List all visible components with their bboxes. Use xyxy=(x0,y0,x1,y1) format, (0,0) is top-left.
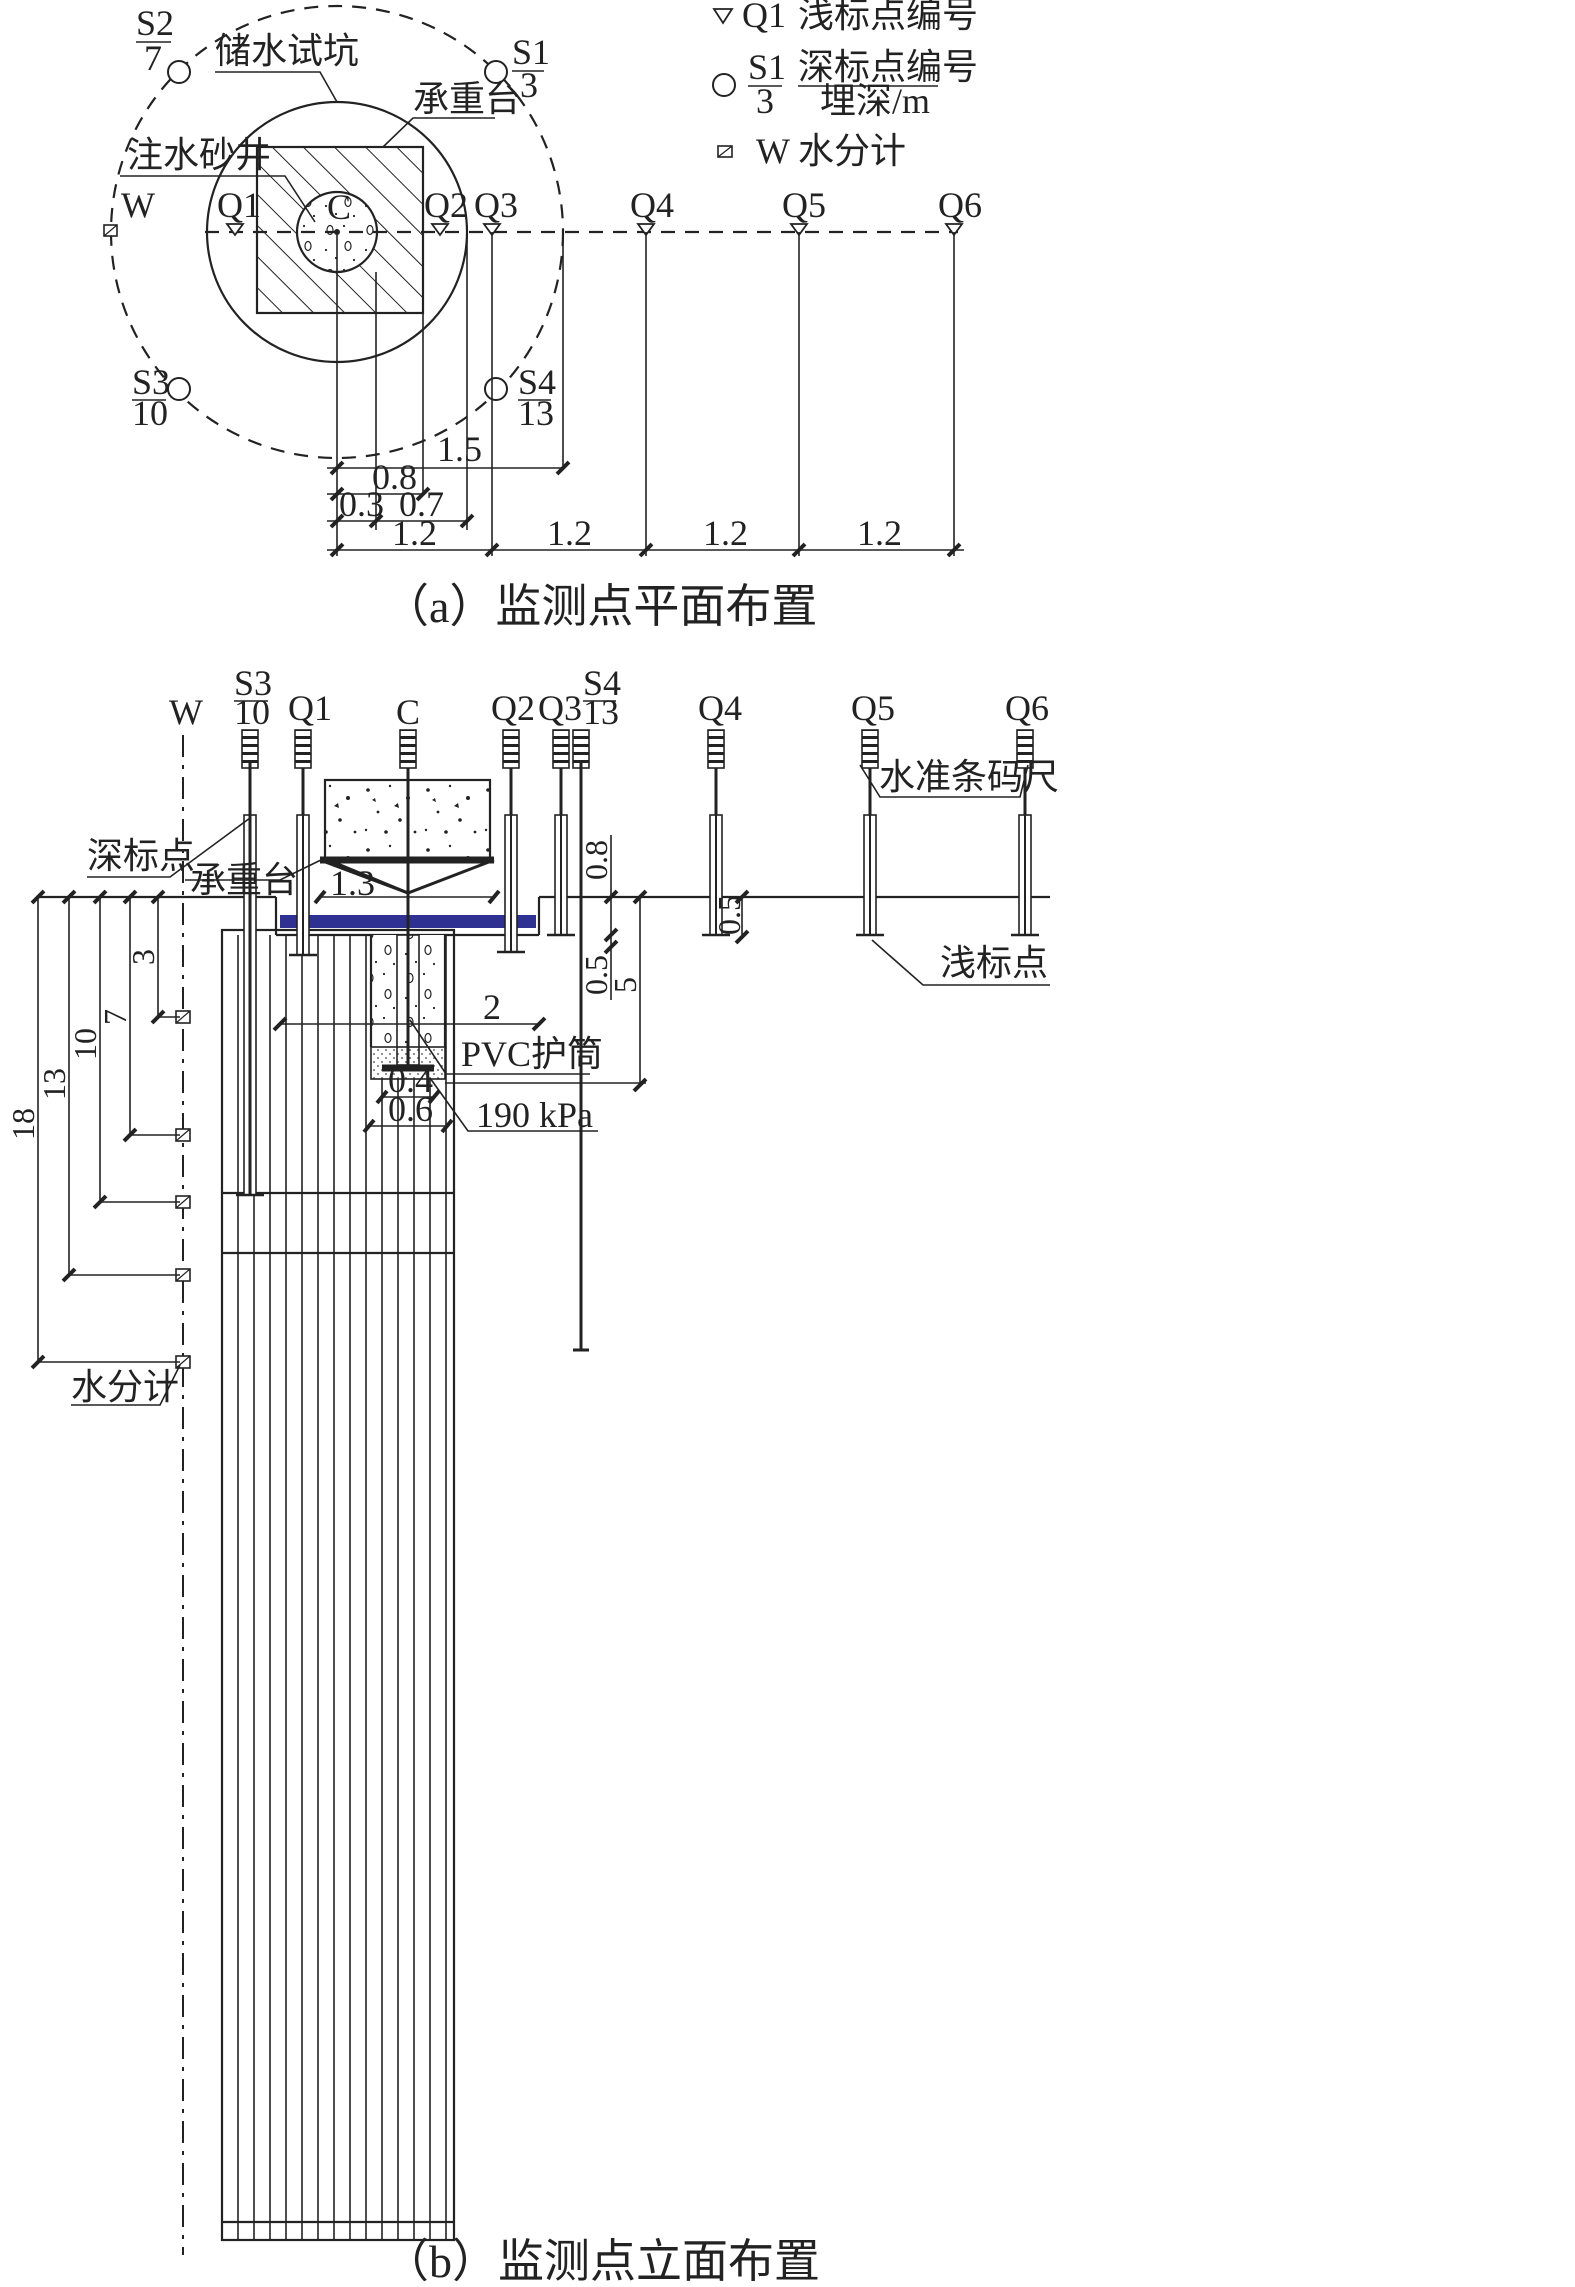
pit-label: 储水试坑 xyxy=(215,31,359,71)
legend-circle-icon xyxy=(712,73,736,97)
elev-dim-0-6: 0.6 xyxy=(388,1089,433,1129)
moisture-meter-icon xyxy=(175,1010,191,1024)
legend-water-text: 水分计 xyxy=(798,131,906,171)
depth-18: 18 xyxy=(5,1108,41,1140)
elev-dim-0-8: 0.8 xyxy=(578,840,614,880)
s3-num: S3 xyxy=(132,362,170,402)
depth-3: 3 xyxy=(125,949,161,965)
shallow-points xyxy=(225,223,964,237)
plan-view: W S2 7 S1 3 S3 10 S4 13 Q1 Q2 Q3 Q4 xyxy=(103,0,982,632)
platform-label: 承重台 xyxy=(413,79,521,119)
elev-dim-5: 5 xyxy=(607,977,643,993)
q4-staff xyxy=(707,729,725,815)
elevation-view: W S3 10 Q1 C Q2 Q3 S4 13 Q4 Q5 Q6 xyxy=(5,663,1059,2287)
deep-point-s2-icon xyxy=(167,60,191,84)
elev-w: W xyxy=(169,692,203,732)
legend-shallow-text: 浅标点编号 xyxy=(798,0,978,35)
elev-dim-0-5b: 0.5 xyxy=(711,895,747,935)
deep-point-s1-icon xyxy=(484,60,508,84)
pvc-label: PVC护筒 xyxy=(461,1034,603,1074)
legend-s1-den: 3 xyxy=(756,81,774,121)
elev-dim-1-3: 1.3 xyxy=(330,863,375,903)
deep-point-s4-icon xyxy=(484,377,508,401)
deep-point-s3-icon xyxy=(167,377,191,401)
q2-triangle-icon xyxy=(430,223,450,237)
elev-caption: （b）监测点立面布置 xyxy=(383,2236,820,2287)
elev-q4: Q4 xyxy=(698,688,742,728)
dim-spacing-2: 1.2 xyxy=(547,513,592,553)
plan-q4: Q4 xyxy=(630,185,674,225)
s2-den: 7 xyxy=(144,38,162,78)
moisture-label: 水分计 xyxy=(71,1367,179,1407)
sand-well-label: 注水砂井 xyxy=(127,135,271,175)
plan-q5: Q5 xyxy=(782,185,826,225)
q4-triangle-icon xyxy=(636,223,656,237)
s4-num: S4 xyxy=(518,362,556,402)
legend-s1: S1 xyxy=(748,47,786,87)
s1-den: 3 xyxy=(520,65,538,105)
elev-dim-0-4: 0.4 xyxy=(388,1060,433,1100)
q1-triangle-icon xyxy=(225,223,245,237)
elev-s4-den: 13 xyxy=(583,692,619,732)
q6-staff xyxy=(1016,729,1034,815)
s1-num: S1 xyxy=(512,32,550,72)
pressure-label: 190 kPa xyxy=(476,1095,593,1135)
legend-q1: Q1 xyxy=(742,0,786,35)
elev-dim-2: 2 xyxy=(483,987,501,1027)
legend-w: W xyxy=(756,131,790,171)
s3-den: 10 xyxy=(132,393,168,433)
moisture-meter-icon xyxy=(175,1268,191,1282)
legend: Q1 浅标点编号 S1 3 深标点编号 埋深/m W 水分计 xyxy=(712,0,978,171)
elev-s3-den: 10 xyxy=(234,692,270,732)
deep-point-label: 深标点 xyxy=(87,836,195,876)
s4-den: 13 xyxy=(518,393,554,433)
plan-center-c: C xyxy=(327,187,351,227)
elev-q6: Q6 xyxy=(1005,688,1049,728)
elev-q2: Q2 xyxy=(491,688,535,728)
plan-q2: Q2 xyxy=(424,185,468,225)
depth-13: 13 xyxy=(36,1068,72,1100)
plan-q3: Q3 xyxy=(474,185,518,225)
s2-num: S2 xyxy=(136,3,174,43)
dim-spacing-4: 1.2 xyxy=(857,513,902,553)
legend-deep-text: 深标点编号 xyxy=(798,47,978,87)
c-staff xyxy=(399,729,417,815)
elev-q3: Q3 xyxy=(538,688,582,728)
soil-column xyxy=(220,928,456,2242)
q3-triangle-icon xyxy=(482,223,502,237)
depth-10: 10 xyxy=(67,1028,103,1060)
depth-7: 7 xyxy=(97,1009,133,1025)
plan-caption: （a）监测点平面布置 xyxy=(383,581,817,632)
q6-triangle-icon xyxy=(944,223,964,237)
elev-dim-0-5a: 0.5 xyxy=(578,955,614,995)
elev-s4-num: S4 xyxy=(583,663,621,703)
elev-q5: Q5 xyxy=(851,688,895,728)
q1-staff xyxy=(294,729,312,815)
dim-0-7: 0.7 xyxy=(399,484,444,524)
elev-c: C xyxy=(396,692,420,732)
q2-staff xyxy=(502,729,520,815)
elev-q1: Q1 xyxy=(288,688,332,728)
staff-label: 水准条码尺 xyxy=(879,757,1059,797)
plan-label-w: W xyxy=(121,185,155,225)
elev-s3-num: S3 xyxy=(234,663,272,703)
shallow-label: 浅标点 xyxy=(940,943,1048,983)
dim-0-3: 0.3 xyxy=(339,484,384,524)
plan-q1: Q1 xyxy=(217,185,261,225)
legend-depth-text: 埋深/m xyxy=(820,81,930,121)
plan-q6: Q6 xyxy=(938,185,982,225)
q5-triangle-icon xyxy=(789,223,809,237)
legend-triangle-icon xyxy=(712,8,734,25)
q3-staff xyxy=(552,729,570,815)
dim-spacing-3: 1.2 xyxy=(703,513,748,553)
dim-spacing-1: 1.2 xyxy=(392,513,437,553)
dim-1-5: 1.5 xyxy=(437,429,482,469)
dim-0-8: 0.8 xyxy=(372,457,417,497)
q5-staff xyxy=(861,729,879,815)
